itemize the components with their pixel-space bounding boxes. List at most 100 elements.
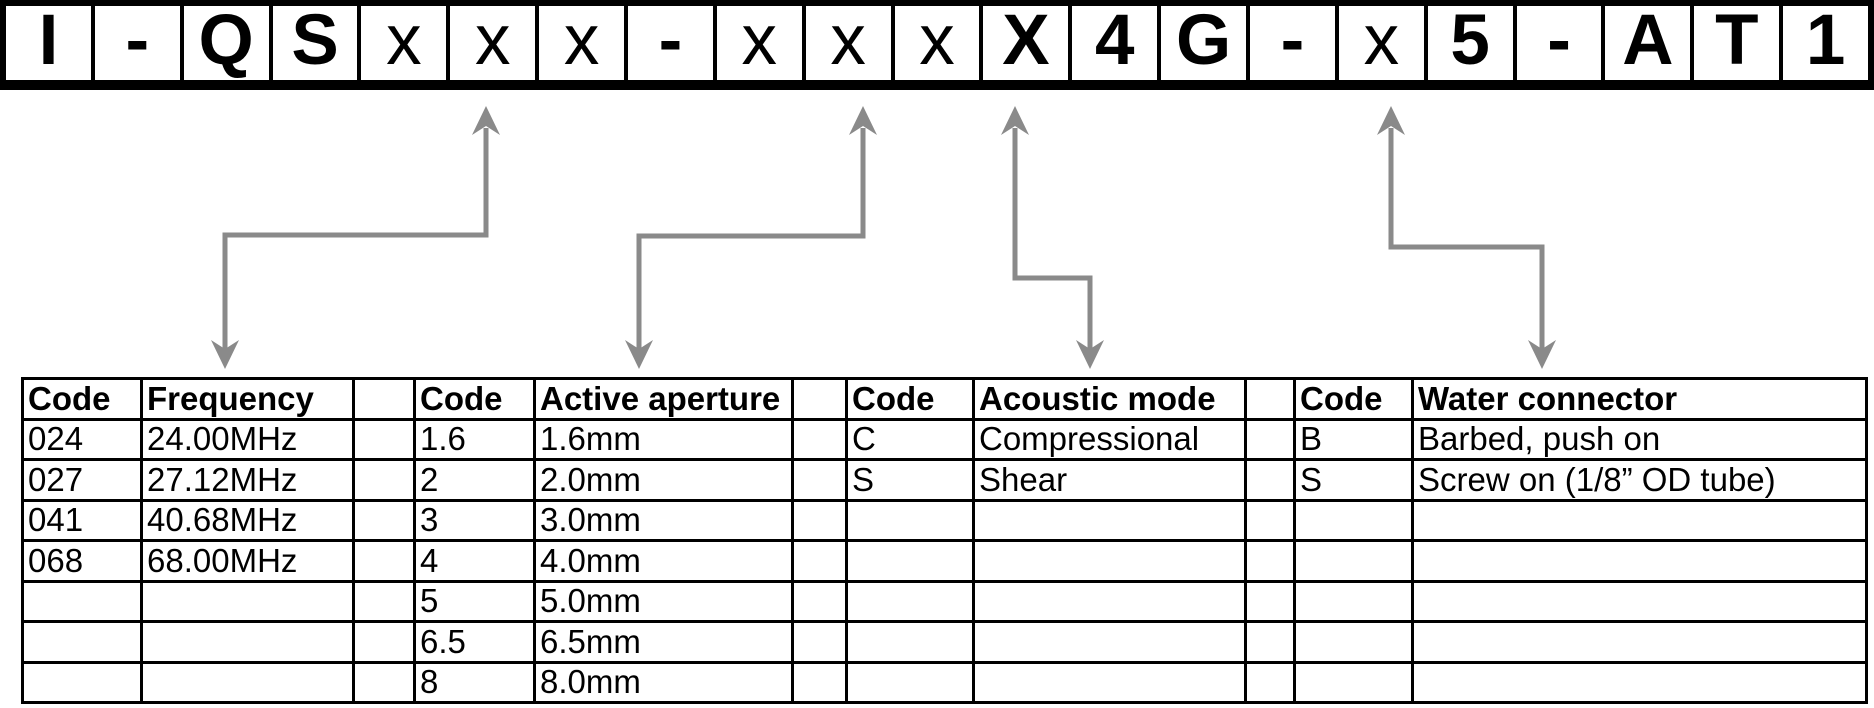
arrow-up-icon bbox=[849, 106, 877, 135]
acoustic-mode-code-r4 bbox=[848, 542, 975, 583]
water-connector-code-r4 bbox=[1296, 542, 1414, 583]
part-number-segment-9: x bbox=[712, 6, 802, 80]
part-number-segment-14: G bbox=[1157, 6, 1246, 80]
water-connector-value-header: Water connector bbox=[1414, 380, 1868, 421]
water-connector-value-r5 bbox=[1414, 582, 1868, 623]
acoustic-mode-value-r3 bbox=[975, 501, 1247, 542]
water-connector-code-r1: B bbox=[1296, 420, 1414, 461]
part-number-segment-11: x bbox=[890, 6, 980, 80]
acoustic-mode-code-r2: S bbox=[848, 461, 975, 502]
frequency-code-r7 bbox=[24, 663, 143, 704]
frequency-value-r7 bbox=[143, 663, 355, 704]
acoustic-mode-value-r1: Compressional bbox=[975, 420, 1247, 461]
arrow-to-acoustic-mode bbox=[1001, 106, 1104, 369]
water-connector-code-r7 bbox=[1296, 663, 1414, 704]
arrow-to-frequency bbox=[211, 106, 500, 369]
frequency-code-r5 bbox=[24, 582, 143, 623]
legend-spacer bbox=[355, 542, 416, 583]
connector-line bbox=[636, 128, 866, 352]
active-aperture-code-r1: 1.6 bbox=[416, 420, 536, 461]
connector-line bbox=[222, 128, 489, 352]
active-aperture-value-header: Active aperture bbox=[536, 380, 794, 421]
part-number-segment-6: x bbox=[446, 6, 535, 80]
frequency-code-r1: 024 bbox=[24, 420, 143, 461]
legend-spacer bbox=[355, 582, 416, 623]
legend-spacer bbox=[794, 623, 848, 664]
legend-spacer bbox=[1247, 501, 1296, 542]
frequency-code-r6 bbox=[24, 623, 143, 664]
legend-spacer bbox=[794, 501, 848, 542]
legend-spacer bbox=[794, 420, 848, 461]
arrow-to-water-connector bbox=[1377, 106, 1556, 369]
acoustic-mode-code-r1: C bbox=[848, 420, 975, 461]
part-number-segment-19: A bbox=[1601, 6, 1690, 80]
water-connector-value-r6 bbox=[1414, 623, 1868, 664]
frequency-code-header: Code bbox=[24, 380, 143, 421]
water-connector-code-header: Code bbox=[1296, 380, 1414, 421]
legend-spacer bbox=[1247, 582, 1296, 623]
acoustic-mode-code-r5 bbox=[848, 582, 975, 623]
part-number-segment-16: x bbox=[1334, 6, 1424, 80]
arrow-up-icon bbox=[1001, 106, 1029, 135]
part-number-segment-13: 4 bbox=[1068, 6, 1157, 80]
part-number-segment-5: x bbox=[357, 6, 446, 80]
active-aperture-value-r2: 2.0mm bbox=[536, 461, 794, 502]
frequency-code-r2: 027 bbox=[24, 461, 143, 502]
frequency-code-r4: 068 bbox=[24, 542, 143, 583]
arrow-down-icon bbox=[1528, 340, 1556, 369]
legend-spacer bbox=[355, 420, 416, 461]
active-aperture-code-r3: 3 bbox=[416, 501, 536, 542]
part-number-segment-1: I bbox=[38, 6, 59, 80]
water-connector-value-r1: Barbed, push on bbox=[1414, 420, 1868, 461]
acoustic-mode-value-r5 bbox=[975, 582, 1247, 623]
part-number-segment-20: T bbox=[1690, 6, 1779, 80]
frequency-value-r3: 40.68MHz bbox=[143, 501, 355, 542]
frequency-code-r3: 041 bbox=[24, 501, 143, 542]
acoustic-mode-code-header: Code bbox=[848, 380, 975, 421]
part-number-segment-4: S bbox=[268, 6, 358, 80]
legend-spacer bbox=[355, 380, 416, 421]
part-number-segment-3: Q bbox=[179, 6, 269, 80]
legend-spacer bbox=[794, 380, 848, 421]
active-aperture-code-r5: 5 bbox=[416, 582, 536, 623]
legend-spacer bbox=[355, 663, 416, 704]
part-number-segment-7: x bbox=[535, 6, 624, 80]
frequency-value-r6 bbox=[143, 623, 355, 664]
active-aperture-code-r7: 8 bbox=[416, 663, 536, 704]
active-aperture-code-header: Code bbox=[416, 380, 536, 421]
legend-spacer bbox=[1247, 380, 1296, 421]
connector-line bbox=[1388, 128, 1545, 352]
frequency-value-r4: 68.00MHz bbox=[143, 542, 355, 583]
water-connector-value-r7 bbox=[1414, 663, 1868, 704]
active-aperture-value-r1: 1.6mm bbox=[536, 420, 794, 461]
legend-spacer bbox=[1247, 623, 1296, 664]
water-connector-code-r2: S bbox=[1296, 461, 1414, 502]
acoustic-mode-value-r6 bbox=[975, 623, 1247, 664]
legend-spacer bbox=[355, 501, 416, 542]
part-number-segment-2: - bbox=[90, 6, 180, 80]
acoustic-mode-code-r6 bbox=[848, 623, 975, 664]
legend-spacer bbox=[1247, 663, 1296, 704]
legend-spacer bbox=[355, 461, 416, 502]
arrow-to-active-aperture bbox=[625, 106, 877, 369]
legend-spacer bbox=[1247, 420, 1296, 461]
part-number-segment-15: - bbox=[1246, 6, 1335, 80]
legend-spacer bbox=[794, 663, 848, 704]
part-number-segment-12: X bbox=[979, 6, 1068, 80]
arrow-down-icon bbox=[1076, 340, 1104, 369]
acoustic-mode-value-r2: Shear bbox=[975, 461, 1247, 502]
legend-spacer bbox=[1247, 461, 1296, 502]
water-connector-code-r3 bbox=[1296, 501, 1414, 542]
arrow-down-icon bbox=[211, 340, 239, 369]
water-connector-code-r6 bbox=[1296, 623, 1414, 664]
active-aperture-value-r5: 5.0mm bbox=[536, 582, 794, 623]
active-aperture-code-r2: 2 bbox=[416, 461, 536, 502]
acoustic-mode-code-r3 bbox=[848, 501, 975, 542]
arrow-up-icon bbox=[1377, 106, 1405, 135]
water-connector-value-r4 bbox=[1414, 542, 1868, 583]
active-aperture-code-r6: 6.5 bbox=[416, 623, 536, 664]
water-connector-value-r2: Screw on (1/8” OD tube) bbox=[1414, 461, 1868, 502]
legend-spacer bbox=[355, 623, 416, 664]
